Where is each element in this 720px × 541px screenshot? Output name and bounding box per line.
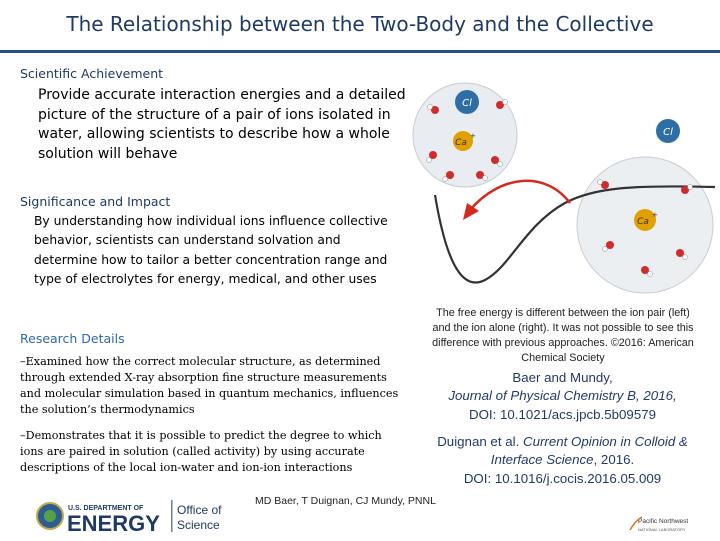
doe-small-text: U.S. DEPARTMENT OF xyxy=(68,505,144,512)
ca-ion-left-charge: + xyxy=(470,132,476,140)
title-divider xyxy=(0,50,720,53)
achievement-heading: Scientific Achievement xyxy=(20,66,164,81)
transition-arrow xyxy=(469,179,571,211)
reference-1-journal: Journal of Physical Chemistry B, 2016, xyxy=(448,388,677,404)
pnnl-logo: Pacific Northwest NATIONAL LABORATORY xyxy=(628,512,708,536)
water-molecules-right xyxy=(597,179,693,277)
cl-ion-left-label: Cl xyxy=(462,98,472,109)
free-energy-figure: Cl Ca + Cl Ca + xyxy=(412,82,716,294)
authors-line: MD Baer, T Duignan, CJ Mundy, PNNL xyxy=(255,495,436,507)
research-item-1: –Examined how the correct molecular stru… xyxy=(20,355,399,417)
research-heading: Research Details xyxy=(20,331,125,346)
free-energy-curve xyxy=(433,185,716,284)
reference-2-journal: Current Opinion in Colloid & Interface S… xyxy=(490,434,688,468)
achievement-body: Provide accurate interaction energies an… xyxy=(38,87,406,162)
doe-office-of-science-logo: U.S. DEPARTMENT OF ENERGY Office of Scie… xyxy=(36,496,240,536)
page-title: The Relationship between the Two-Body an… xyxy=(66,12,654,36)
figure-caption: The free energy is different between the… xyxy=(432,307,694,365)
water-molecules-left xyxy=(426,99,508,182)
pnnl-swoosh-icon xyxy=(629,516,643,531)
ca-ion-left xyxy=(453,131,473,151)
reference-1: Baer and Mundy, Journal of Physical Chem… xyxy=(420,369,705,424)
ca-ion-right xyxy=(634,209,656,231)
significance-body: By understanding how individual ions inf… xyxy=(34,214,388,286)
cl-ion-left xyxy=(455,90,479,114)
doe-energy-text: ENERGY xyxy=(67,511,160,536)
pnnl-line-1: Pacific Northwest xyxy=(638,518,688,525)
reference-2-doi[interactable]: DOI: 10.1016/j.cocis.2016.05.009 xyxy=(463,470,662,486)
reference-2-authors: Duignan et al. xyxy=(437,434,520,449)
pnnl-line-2: NATIONAL LABORATORY xyxy=(638,527,686,532)
ca-ion-right-label: Ca xyxy=(637,217,649,227)
arrow-head xyxy=(463,203,479,220)
reference-2: Duignan et al. Current Opinion in Colloi… xyxy=(420,433,705,488)
ca-ion-left-label: Ca xyxy=(455,138,467,148)
cl-ion-right xyxy=(656,119,680,143)
office-line-2: Science xyxy=(177,518,220,532)
office-line-1: Office of xyxy=(177,503,222,517)
reference-1-doi[interactable]: DOI: 10.1021/acs.jpcb.5b09579 xyxy=(468,406,657,422)
significance-heading: Significance and Impact xyxy=(20,194,171,209)
reference-1-authors: Baer and Mundy, xyxy=(512,370,613,385)
research-item-2: –Demonstrates that it is possible to pre… xyxy=(20,429,382,475)
reference-2-year: , 2016. xyxy=(593,452,635,468)
cl-ion-right-label: Cl xyxy=(663,127,673,138)
ca-ion-right-charge: + xyxy=(652,211,658,219)
